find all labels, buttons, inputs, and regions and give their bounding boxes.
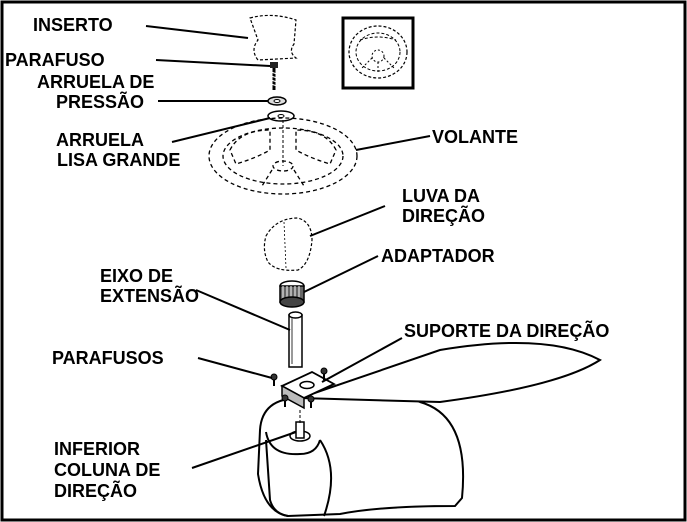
- label-arruela-pressao-line1: ARRUELA DE: [37, 72, 155, 92]
- screw-part: [270, 62, 278, 90]
- steering-wheel-inset: [341, 16, 415, 90]
- label-eixo-line1: EIXO DE: [100, 266, 174, 286]
- steering-sleeve-part: [263, 217, 313, 271]
- label-inferior-line3: DIREÇÃO: [54, 481, 138, 501]
- label-parafusos: PARAFUSOS: [52, 348, 164, 368]
- label-volante: VOLANTE: [432, 127, 519, 147]
- tractor-hood-body: [256, 341, 602, 518]
- label-luva-line1: LUVA DA: [402, 186, 480, 206]
- lock-washer-part: [267, 96, 287, 106]
- label-suporte: SUPORTE DA DIREÇÃO: [404, 321, 610, 341]
- extension-shaft-part: [288, 311, 303, 368]
- steering-bracket-part: [280, 370, 336, 410]
- label-inserto: INSERTO: [33, 15, 113, 35]
- insert-part: [249, 14, 298, 61]
- adapter-part: [279, 280, 305, 308]
- label-arruela-lisa-line2: LISA GRANDE: [57, 150, 181, 170]
- leader-lines: [145, 25, 431, 469]
- label-eixo-line2: EXTENSÃO: [100, 286, 200, 306]
- label-inferior-line2: COLUNA DE: [54, 460, 161, 480]
- label-inferior-line1: INFERIOR: [54, 439, 141, 459]
- label-parafuso: PARAFUSO: [5, 50, 105, 70]
- label-arruela-lisa-line1: ARRUELA: [56, 130, 144, 150]
- label-luva-line2: DIREÇÃO: [402, 206, 486, 226]
- label-arruela-pressao-line2: PRESSÃO: [56, 92, 145, 112]
- lower-column-part: [289, 410, 311, 442]
- label-adaptador: ADAPTADOR: [381, 246, 495, 266]
- flat-washer-part: [267, 110, 295, 122]
